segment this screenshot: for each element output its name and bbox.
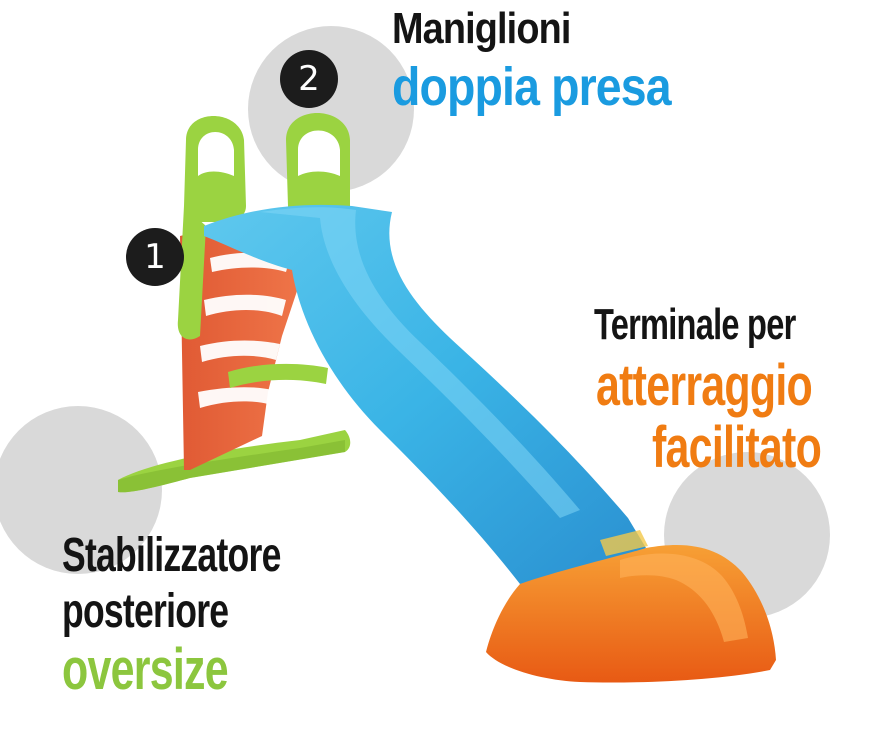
stabilizer-base (118, 430, 351, 493)
slide-chute (204, 204, 646, 584)
stabilizer-label-line3: oversize (62, 637, 229, 702)
landing-label-line2: atterraggio (596, 353, 813, 418)
badge-one: 1 (126, 228, 184, 286)
landing-label-line1: Terminale per (594, 300, 796, 349)
handles-label-line1: Maniglioni (392, 4, 571, 53)
handles (177, 113, 350, 388)
handles-label-line2: doppia presa (392, 57, 672, 117)
badge-two: 2 (280, 50, 338, 108)
ladder (180, 226, 310, 470)
stabilizer-label-line2: posteriore (62, 585, 229, 638)
landing-terminal (486, 530, 776, 683)
landing-label-line3: facilitato (652, 415, 822, 480)
stabilizer-label-line1: Stabilizzatore (62, 529, 281, 582)
